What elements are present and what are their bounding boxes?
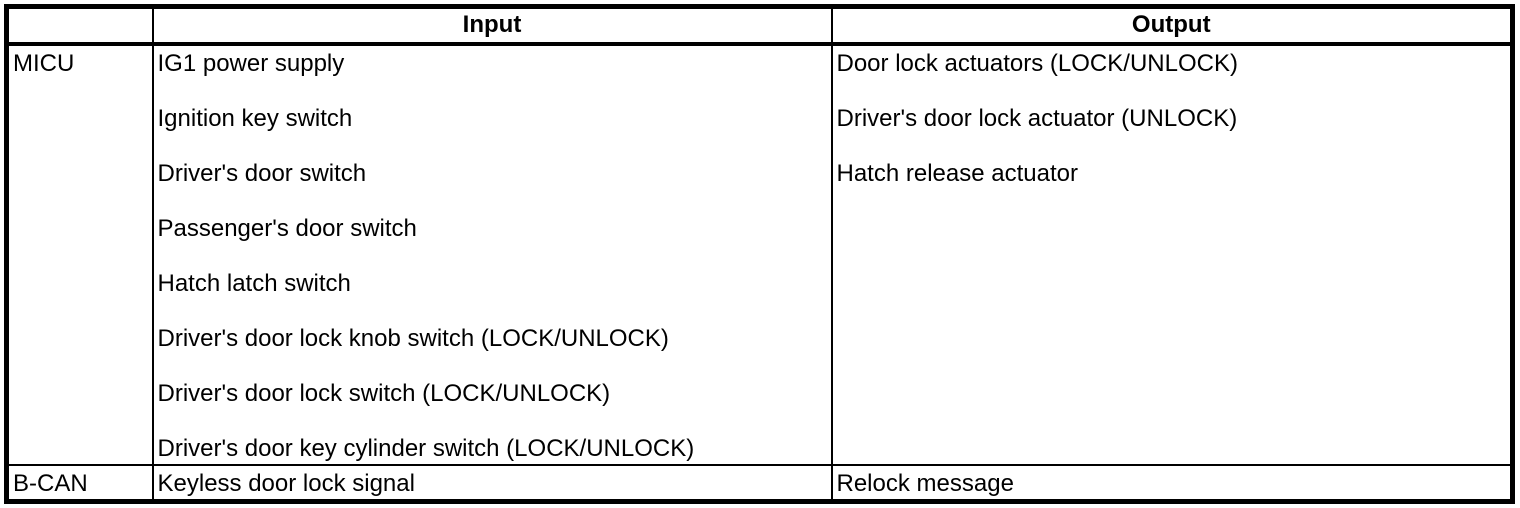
micu-inputs-cell: IG1 power supply Ignition key switch Dri…	[151, 43, 833, 465]
table-header-row: Input Output	[5, 6, 1514, 46]
micu-input-list: IG1 power supply Ignition key switch Dri…	[157, 49, 828, 462]
bcan-output-list: Relock message	[836, 469, 1508, 497]
output-item: Relock message	[836, 469, 1014, 497]
input-item: IG1 power supply	[157, 49, 345, 77]
output-item: Hatch release actuator	[836, 159, 1078, 187]
micu-outputs-cell: Door lock actuators (LOCK/UNLOCK) Driver…	[830, 43, 1514, 465]
header-output-cell: Output	[830, 6, 1514, 46]
io-signal-table: Input Output MICU IG1 power supply Ignit…	[4, 4, 1515, 504]
header-input-cell: Input	[151, 6, 833, 46]
bcan-outputs-cell: Relock message	[830, 463, 1514, 502]
input-item: Ignition key switch	[157, 104, 353, 132]
input-item: Driver's door lock switch (LOCK/UNLOCK)	[157, 379, 611, 407]
input-item: Driver's door switch	[157, 159, 367, 187]
input-item: Driver's door lock knob switch (LOCK/UNL…	[157, 324, 669, 352]
input-item: Keyless door lock signal	[157, 469, 415, 497]
source-cell-bcan: B-CAN	[5, 463, 154, 502]
output-item: Door lock actuators (LOCK/UNLOCK)	[836, 49, 1238, 77]
output-item: Driver's door lock actuator (UNLOCK)	[836, 104, 1238, 132]
table-row-bcan: B-CAN Keyless door lock signal Relock me…	[5, 463, 1514, 502]
source-cell-micu: MICU	[5, 43, 154, 465]
header-source-cell	[5, 6, 154, 46]
table-row-micu: MICU IG1 power supply Ignition key switc…	[5, 43, 1514, 465]
micu-output-list: Door lock actuators (LOCK/UNLOCK) Driver…	[836, 49, 1508, 187]
bcan-input-list: Keyless door lock signal	[157, 469, 828, 497]
input-item: Passenger's door switch	[157, 214, 417, 242]
input-item: Hatch latch switch	[157, 269, 351, 297]
bcan-inputs-cell: Keyless door lock signal	[151, 463, 833, 502]
input-item: Driver's door key cylinder switch (LOCK/…	[157, 434, 695, 462]
